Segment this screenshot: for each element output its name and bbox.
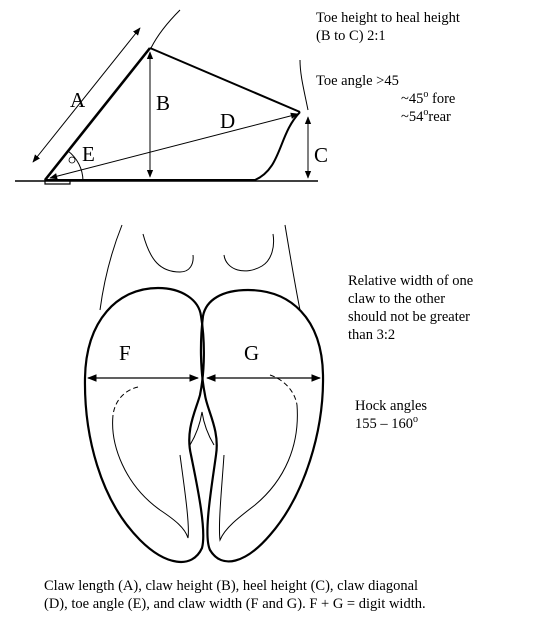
label-a: A [70, 88, 86, 112]
toe-tip [44, 179, 71, 185]
label-b: B [156, 91, 170, 115]
dewclaw-right [223, 233, 275, 272]
claw-front-wall [43, 47, 152, 181]
claw-right-inner [218, 404, 298, 542]
label-g: G [244, 341, 259, 365]
degree-mark: o [423, 107, 429, 119]
claw-left-outline [83, 286, 205, 563]
leg-outline-front [150, 9, 181, 49]
toe-angle-rear-label: rear [428, 109, 451, 125]
degree-mark: o [423, 89, 429, 101]
leg-outline-back [299, 59, 309, 111]
note-toe-angle-rear: ~54orear [401, 108, 451, 126]
angle-e-degree-mark [68, 156, 76, 164]
toe-angle-fore-label: fore [428, 91, 456, 107]
note-ratio-title: Toe height to heal height [316, 10, 460, 26]
note-ratio-value: (B to C) 2:1 [316, 28, 386, 44]
note-hock-value: 155 – 160o [355, 415, 418, 433]
front-leg-left [99, 224, 123, 311]
claw-dorsal-edge [149, 47, 301, 113]
toe-angle-fore-value: ~45 [401, 91, 424, 107]
note-toe-angle-fore: ~45o fore [401, 90, 455, 108]
label-c: C [314, 143, 328, 167]
note-toe-angle-title: Toe angle >45 [316, 73, 399, 89]
claw-left-inner [112, 414, 189, 539]
toe-angle-rear-value: ~54 [401, 109, 424, 125]
claw-right-outline [199, 288, 325, 563]
interdigital-cleft [189, 411, 215, 446]
figure-caption: Claw length (A), claw height (B), heel h… [44, 578, 426, 612]
note-hock-title: Hock angles [355, 398, 428, 414]
label-d: D [220, 109, 235, 133]
label-e: E [82, 142, 95, 166]
claw-left-inner-top [112, 386, 139, 416]
dewclaw-left [142, 233, 194, 273]
label-f: F [119, 341, 131, 365]
front-leg-right [284, 224, 301, 311]
measure-d [49, 112, 299, 180]
side-view [15, 9, 318, 185]
hock-value: 155 – 160 [355, 416, 413, 432]
front-view [83, 224, 325, 563]
degree-mark: o [413, 414, 418, 426]
angle-e-arc [67, 150, 84, 182]
claw-right-inner-top [269, 374, 298, 406]
note-width-ratio: Relative width of one claw to the other … [348, 273, 474, 343]
